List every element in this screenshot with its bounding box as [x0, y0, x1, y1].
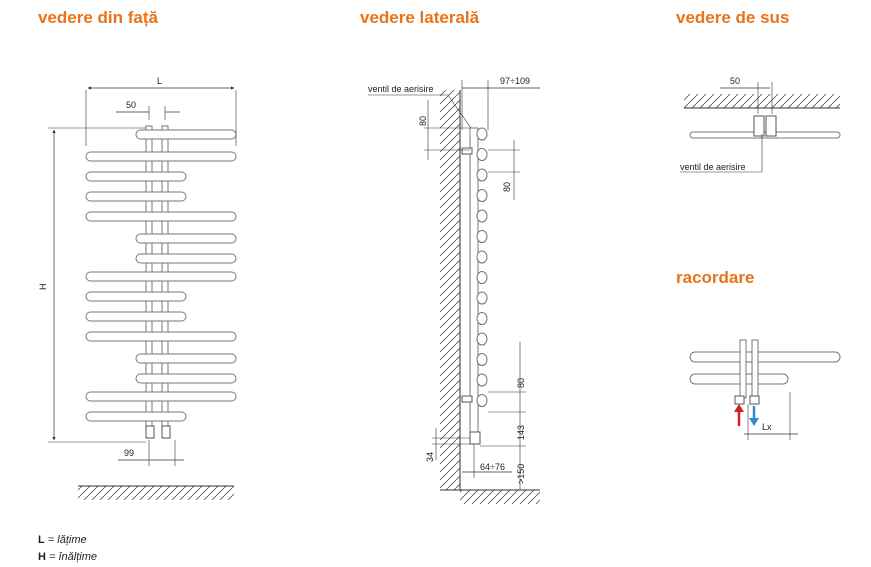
conn-bar-2	[689, 373, 789, 385]
wall-hatch	[440, 90, 460, 490]
air-valve-label-top: ventil de aerisire	[680, 162, 746, 172]
dim-Lx: Lx	[762, 422, 772, 432]
bar-profile	[476, 312, 488, 325]
bar-profile	[476, 250, 488, 264]
bar-profile	[476, 168, 488, 182]
wall-bracket-top	[461, 147, 473, 155]
bar-profile	[476, 271, 488, 284]
towel-bar	[135, 233, 237, 244]
towel-bars	[85, 129, 237, 422]
towel-bar	[85, 151, 237, 162]
bar-profile	[476, 209, 488, 223]
dim-143: 143	[516, 425, 526, 440]
front-view: L 50 H 99	[38, 76, 237, 500]
dim-80-top: 80	[418, 116, 428, 126]
conn-valve-right	[749, 395, 760, 405]
bar-profile	[476, 373, 488, 387]
bar-profile	[476, 394, 488, 407]
dim-50-front: 50	[126, 100, 136, 110]
floor-hatch	[460, 490, 540, 504]
bar-profile	[476, 189, 488, 202]
conn-tube-left	[739, 339, 747, 399]
side-view: ventil de aerisire 97÷109 80 80 80 143 >…	[368, 76, 540, 504]
top-view-title: vedere de sus	[676, 8, 790, 27]
bar-top	[689, 131, 841, 139]
towel-bar	[85, 311, 187, 322]
valve-right	[161, 425, 171, 439]
towel-bar	[85, 391, 237, 402]
legend-L: L = lățime	[38, 534, 87, 546]
valve-left	[145, 425, 155, 439]
connection-view: Lx	[689, 339, 841, 440]
conn-tube-right	[751, 339, 759, 399]
towel-bar	[85, 211, 237, 222]
towel-bar	[85, 271, 237, 282]
side-view-title: vedere laterală	[360, 8, 480, 27]
towel-bar	[85, 171, 187, 182]
legend-H: H = înălțime	[38, 551, 98, 563]
conn-valve-left	[734, 395, 745, 405]
wall-hatch-top	[684, 94, 840, 108]
valve-side	[469, 431, 481, 445]
dim-80-right-bottom: 80	[516, 378, 526, 388]
bar-profiles	[476, 127, 488, 407]
valve-top-left	[753, 115, 765, 137]
bar-profile	[476, 291, 488, 305]
dim-64-76: 64÷76	[480, 462, 505, 472]
towel-bar	[135, 373, 237, 384]
towel-bar	[85, 411, 187, 422]
bar-profile	[476, 332, 488, 346]
top-view: 50 ventil de aerisire	[680, 76, 841, 173]
dim-97-109: 97÷109	[500, 76, 530, 86]
towel-bar	[85, 191, 187, 202]
towel-bar	[85, 291, 187, 302]
dim-80-right-top: 80	[502, 182, 512, 192]
air-valve-label-side: ventil de aerisire	[368, 84, 434, 94]
dim-H: H	[38, 284, 48, 291]
towel-bar	[135, 353, 237, 364]
towel-bar	[135, 129, 237, 140]
flow-out-arrowhead	[749, 418, 759, 426]
front-view-title: vedere din față	[38, 8, 158, 27]
dim-99: 99	[124, 448, 134, 458]
bar-profile	[476, 148, 488, 161]
towel-bar	[135, 253, 237, 264]
wall-bracket-bottom	[461, 395, 473, 403]
bar-profile	[476, 230, 488, 243]
flow-in-arrowhead	[734, 404, 744, 412]
dim-50-top: 50	[730, 76, 740, 86]
floor-hatch	[78, 486, 234, 500]
conn-bar-1	[689, 351, 841, 363]
connection-title: racordare	[676, 268, 755, 287]
bar-profile	[476, 127, 488, 141]
valve-top-right	[765, 115, 777, 137]
dim-34: 34	[425, 452, 435, 462]
towel-bar	[85, 331, 237, 342]
bar-profile	[476, 353, 488, 366]
dim-150: >150	[516, 464, 526, 484]
dim-L: L	[157, 76, 162, 86]
